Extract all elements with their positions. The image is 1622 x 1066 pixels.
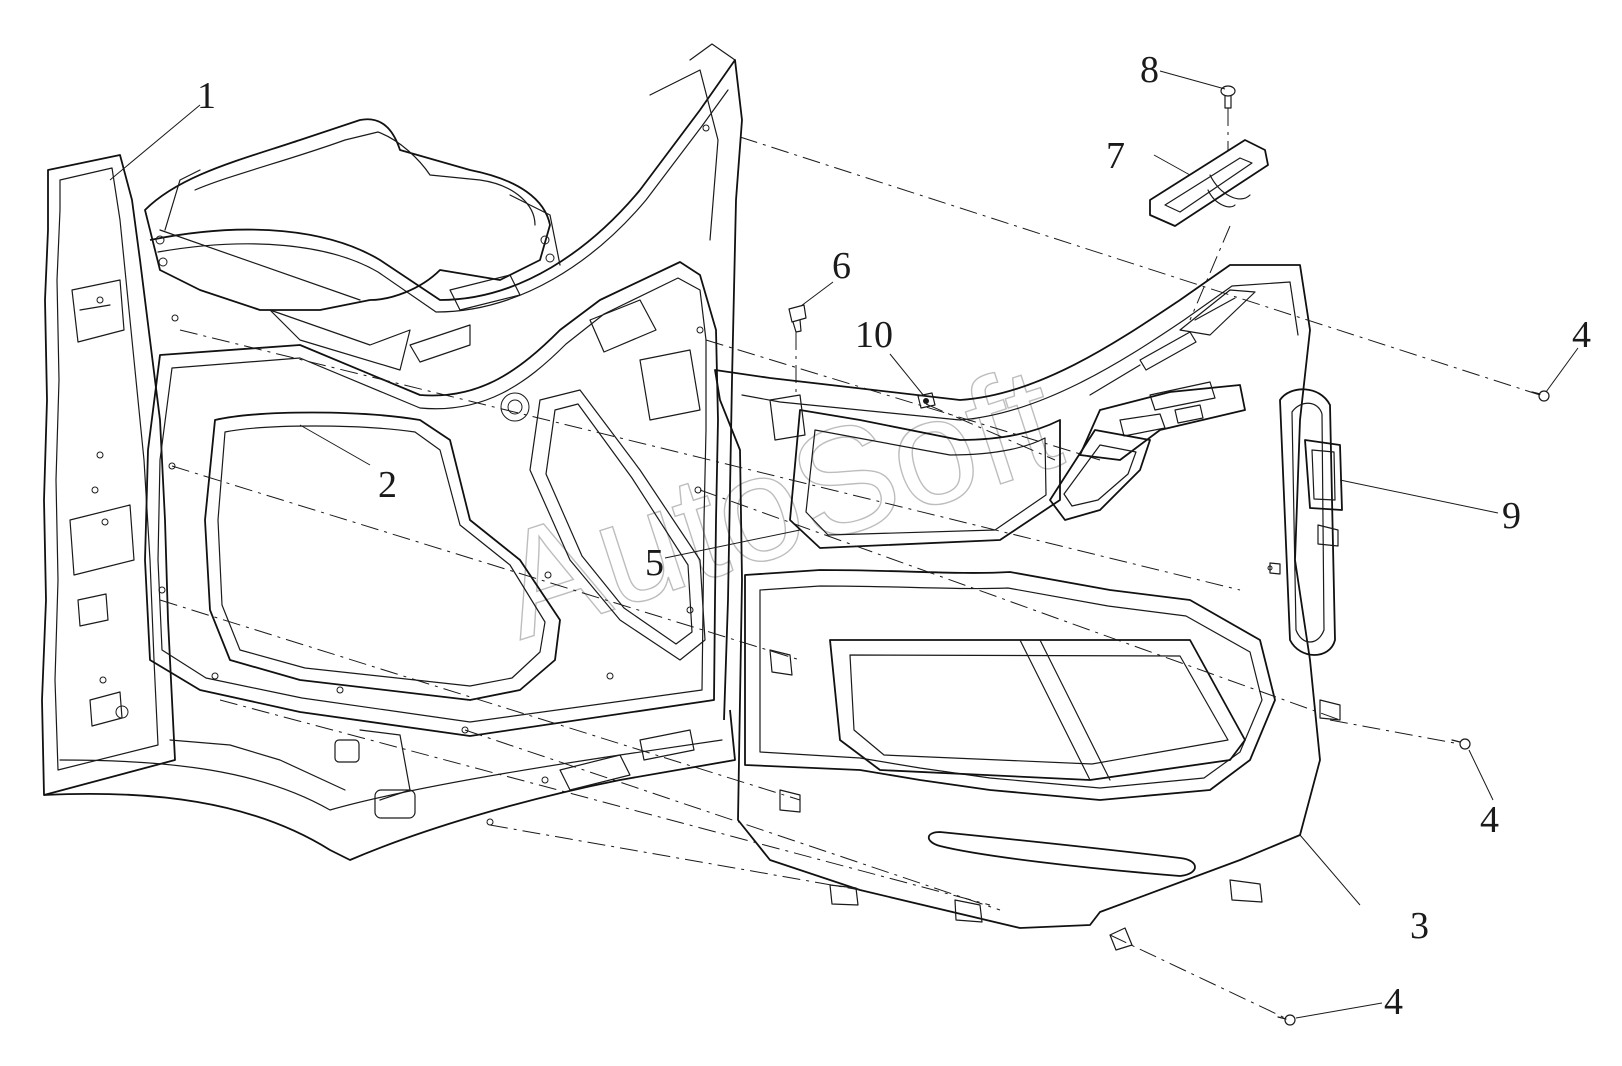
callout-labels: 1 2 3 4 4 4 5 6 7 8 9 10 — [197, 49, 1591, 1023]
leader-lines — [109, 70, 1579, 1019]
tray-part-7 — [1149, 139, 1269, 227]
screw-part-4-top — [1531, 390, 1550, 402]
callout-7: 7 — [1106, 135, 1125, 177]
callout-4-middle: 4 — [1480, 799, 1499, 841]
screw-part-4-middle — [1451, 738, 1471, 750]
callout-3: 3 — [1410, 905, 1429, 947]
screw-part-4-bottom — [1277, 1014, 1296, 1026]
callout-10: 10 — [855, 314, 893, 356]
callout-2: 2 — [378, 464, 397, 506]
watermark-text: AutoSoft — [478, 333, 1077, 671]
callout-6: 6 — [832, 245, 851, 287]
assembly-lines — [159, 108, 1541, 1019]
callout-4-top: 4 — [1572, 314, 1591, 356]
watermark: AutoSoft — [477, 332, 1078, 671]
callout-4-bottom: 4 — [1384, 981, 1403, 1023]
clip-part-6 — [788, 304, 807, 333]
callout-8: 8 — [1140, 49, 1159, 91]
screw-part-8 — [1220, 85, 1236, 109]
callout-5: 5 — [645, 542, 664, 584]
callout-9: 9 — [1502, 495, 1521, 537]
clip-part-10 — [917, 392, 936, 409]
door-frame-part-1 — [41, 43, 743, 861]
callout-1: 1 — [197, 75, 216, 117]
